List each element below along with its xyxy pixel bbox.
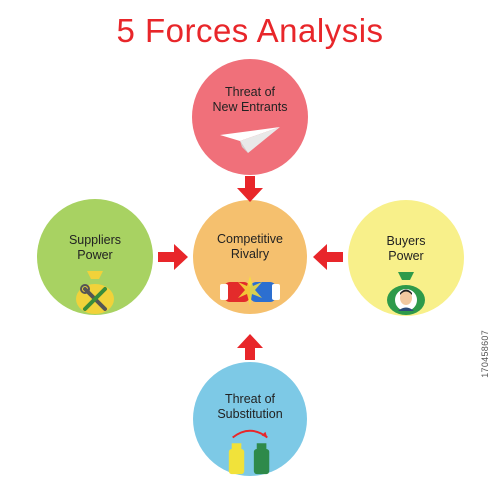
arrow-right-to-center xyxy=(158,244,188,270)
force-label: Threat of New Entrants xyxy=(212,85,288,114)
force-competitive-rivalry: Competitive Rivalry xyxy=(193,200,307,314)
force-buyers-power: Buyers Power xyxy=(348,200,464,316)
force-threat-new-entrants: Threat of New Entrants xyxy=(192,59,308,175)
money-bag-tools-icon xyxy=(76,271,114,314)
force-label: Competitive Rivalry xyxy=(217,232,283,261)
substitute-bottles-icon xyxy=(228,429,270,475)
page-title: 5 Forces Analysis xyxy=(116,12,384,49)
force-suppliers-power: Suppliers Power xyxy=(37,199,153,315)
force-label: Buyers Power xyxy=(386,234,426,263)
side-id-text: 170458607 xyxy=(480,330,490,378)
force-label: Threat of Substitution xyxy=(217,392,283,421)
money-bag-person-icon xyxy=(387,272,425,315)
force-threat-substitution: Threat of Substitution xyxy=(193,362,307,476)
paper-plane-icon xyxy=(220,127,280,153)
arrow-down-to-center xyxy=(237,176,263,202)
boxing-gloves-icon xyxy=(220,276,280,306)
arrow-left-to-center xyxy=(313,244,343,270)
force-label: Suppliers Power xyxy=(68,233,122,262)
arrow-up-to-center xyxy=(237,334,263,360)
